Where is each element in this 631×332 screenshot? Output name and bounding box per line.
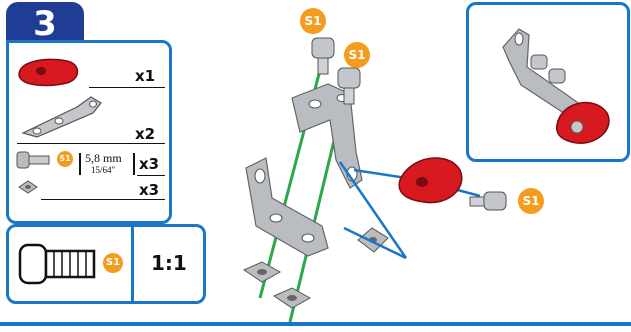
s1-label: S1 [300, 8, 326, 34]
qty-red-part: x1 [135, 67, 156, 85]
screw-scale-icon [18, 243, 96, 285]
scale-divider [131, 227, 134, 301]
screw-size-inch: 15/64" [91, 165, 116, 175]
screw [311, 37, 335, 75]
divider [89, 87, 165, 88]
divider [137, 175, 165, 176]
screw [469, 191, 507, 211]
scale-reference-panel: S1 1:1 [6, 224, 206, 304]
qty-square-nut: x3 [139, 181, 160, 199]
divider [41, 199, 165, 200]
screw-part-icon [16, 151, 50, 169]
s1-label: S1 [344, 42, 370, 68]
bottom-divider-bar [0, 322, 631, 326]
square-nut-icon [18, 180, 38, 194]
qty-bracket: x2 [135, 125, 156, 143]
scale-ratio: 1:1 [151, 251, 187, 275]
step-number: 3 [33, 4, 57, 44]
screw [337, 67, 361, 105]
lower-bracket [245, 157, 329, 257]
s1-badge: S1 [57, 151, 73, 167]
assembled-detail-inset [466, 2, 630, 162]
red-part [398, 157, 463, 204]
size-bracket-left [79, 153, 81, 175]
step-number-badge: 3 [6, 2, 84, 44]
red-part-icon [18, 58, 79, 87]
pointer-line [343, 226, 407, 260]
parts-list-panel: x1 x2 S1 5,8 mm 15/64" x3 x3 [6, 40, 172, 224]
s1-badge: S1 [103, 253, 123, 273]
square-nut [242, 261, 282, 283]
assembly-diagram [242, 37, 507, 323]
assembled-detail-image [502, 28, 610, 144]
bracket-part-icon [21, 96, 102, 138]
divider [17, 143, 165, 144]
s1-label: S1 [518, 188, 544, 214]
size-bracket-right [133, 153, 135, 175]
qty-screw: x3 [139, 155, 160, 173]
square-nut [272, 287, 312, 309]
pointer-line [338, 161, 408, 259]
screw-size-mm: 5,8 mm [85, 151, 122, 165]
